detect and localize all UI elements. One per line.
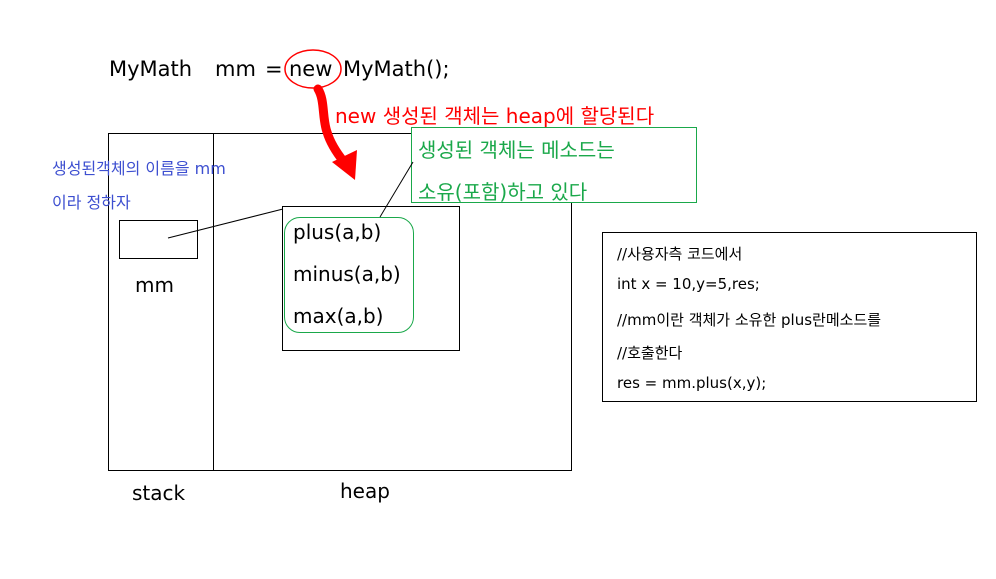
red-arrowhead-icon	[332, 150, 357, 180]
method-minus: minus(a,b)	[293, 262, 401, 286]
code-line: //사용자측 코드에서	[617, 245, 743, 263]
mm-reference-box	[119, 220, 198, 259]
new-keyword: new	[289, 57, 333, 81]
code-line: //mm이란 객체가 소유한 plus란메소드를	[617, 311, 882, 329]
code-line: //호출한다	[617, 344, 683, 362]
green-note-box	[411, 127, 697, 203]
type-name: MyMath	[109, 57, 193, 81]
green-note-line1: 생성된 객체는 메소드는	[418, 138, 615, 162]
green-note-line2: 소유(포함)하고 있다	[418, 180, 588, 204]
reference-line	[167, 208, 284, 239]
new-highlight-circle	[284, 49, 342, 89]
code-line: res = mm.plus(x,y);	[617, 374, 767, 392]
methods-group	[284, 217, 414, 333]
equals-sign: =	[265, 57, 283, 81]
stack-label: stack	[132, 481, 186, 505]
constructor-call: MyMath();	[343, 57, 450, 81]
heap-area	[213, 133, 572, 471]
object-name-note-line2: 이라 정하자	[52, 193, 131, 212]
code-line: int x = 10,y=5,res;	[617, 275, 760, 293]
object-name-note-line1: 생성된객체의 이름을 mm	[52, 159, 226, 178]
new-heap-note: new 생성된 객체는 heap에 할당된다	[335, 104, 655, 128]
red-arrow-icon	[313, 84, 349, 167]
variable-name: mm	[215, 57, 256, 81]
method-plus: plus(a,b)	[293, 220, 382, 244]
stack-var-label: mm	[135, 273, 174, 297]
method-max: max(a,b)	[293, 304, 384, 328]
heap-label: heap	[340, 479, 390, 503]
note-pointer-line	[379, 161, 414, 218]
object-box	[282, 206, 460, 351]
code-box	[602, 232, 977, 402]
